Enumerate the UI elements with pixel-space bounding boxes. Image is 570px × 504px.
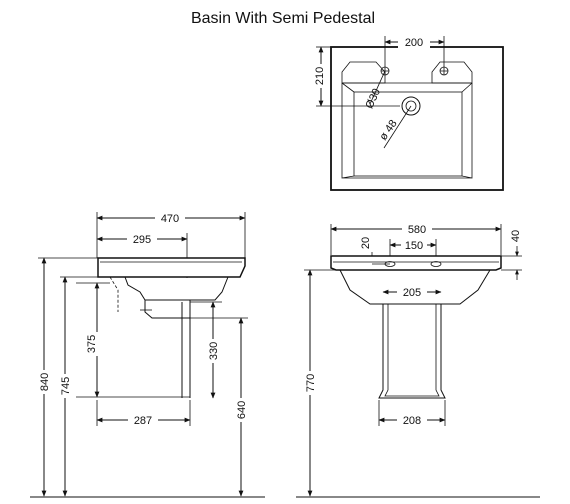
dim-top-depth: 210 [314,67,326,85]
dim-trap-height: 640 [236,401,248,419]
dim-pedestal-projection: 287 [134,415,152,427]
front-view: 580 150 20 40 205 208 [296,222,540,498]
dim-tap-height: 20 [360,237,372,249]
dim-top-width: 200 [405,37,423,49]
dim-tap-hole: Ø30 [363,87,383,111]
front-tap-hole-right-icon [430,261,442,267]
top-view: 200 210 Ø30 ø 48 [313,35,504,191]
dim-rim: 40 [510,230,522,242]
top-view-bowl [353,91,463,177]
front-basin-rim [330,255,502,271]
dim-waste: ø 48 [377,118,399,143]
dim-pedestal-height: 375 [86,335,98,353]
top-view-outline [330,46,504,191]
front-basin-bowl [339,269,491,305]
diagram-title: Basin With Semi Pedestal [191,10,375,27]
top-view-right-deck [431,61,473,84]
top-view-left-deck [341,61,386,84]
dim-to-waste: 295 [133,234,151,246]
dim-tap-centres: 150 [405,240,423,252]
side-view: 470 295 375 287 330 [30,211,265,498]
waste-outlet-icon [401,96,421,116]
dim-pedestal-base-width: 208 [403,415,421,427]
front-pedestal [378,304,446,399]
dim-overall-height: 840 [39,373,51,391]
dim-pedestal-top-width: 205 [403,287,421,299]
dim-front-height: 770 [305,374,317,392]
side-basin-body [97,257,246,278]
dim-waste-height: 330 [208,342,220,360]
dim-front-width: 580 [408,224,426,236]
dim-top-height: 745 [60,377,72,395]
dim-side-depth: 470 [161,213,179,225]
